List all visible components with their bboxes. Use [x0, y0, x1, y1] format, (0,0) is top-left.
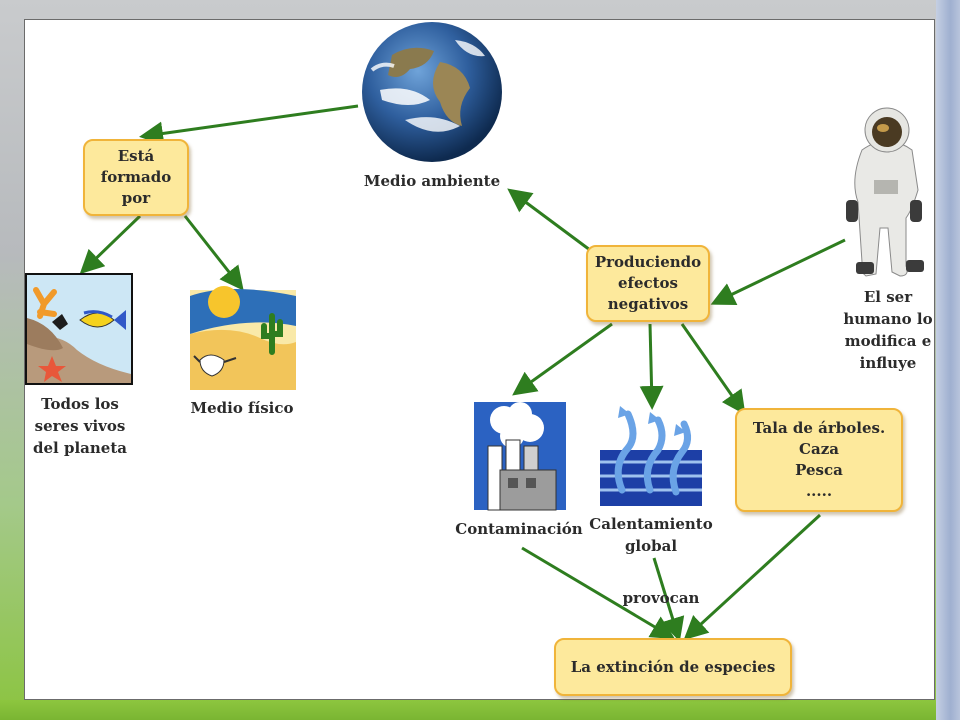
astronaut-icon [846, 107, 924, 277]
factory-icon [474, 402, 566, 511]
activities-box: Tala de árboles. Caza Pesca ..... [735, 408, 903, 512]
pollution-label: Contaminación [455, 520, 583, 538]
connector-label: provocan [622, 589, 700, 607]
arrow-effects-to-pollution [512, 322, 613, 396]
global-warming-label: Calentamiento global [589, 515, 713, 555]
effects-box: Produciendo efectos negativos [586, 245, 710, 322]
arrow-globe-to-composition [139, 104, 359, 146]
arrow-pollution-to-result [521, 546, 676, 640]
arrow-composition-to-physical [183, 215, 244, 291]
arrow-effects-to-activities [680, 323, 746, 415]
arrow-activities-to-result [683, 513, 822, 641]
physical-medium-label: Medio físico [190, 399, 294, 417]
globe-icon [362, 22, 502, 162]
arrow-effects-to-center [507, 188, 591, 252]
arrow-effects-to-warming [639, 323, 664, 410]
arrow-composition-to-living [79, 214, 142, 275]
desert-icon [190, 286, 296, 390]
center-label: Medio ambiente [363, 172, 501, 190]
heat-waves-icon [600, 406, 702, 506]
actor-label: El ser humano lo modifica e influye [843, 288, 933, 372]
arrow-human-to-effects [710, 238, 846, 306]
sea-life-icon [25, 273, 133, 385]
composition-box: Está formado por [83, 139, 189, 216]
slide-right-border [936, 0, 960, 720]
living-beings-label: Todos los seres vivos del planeta [33, 395, 127, 457]
slide-bottom-band [0, 700, 936, 720]
arrow-warming-to-result [652, 557, 685, 642]
result-box: La extinción de especies [554, 638, 792, 696]
